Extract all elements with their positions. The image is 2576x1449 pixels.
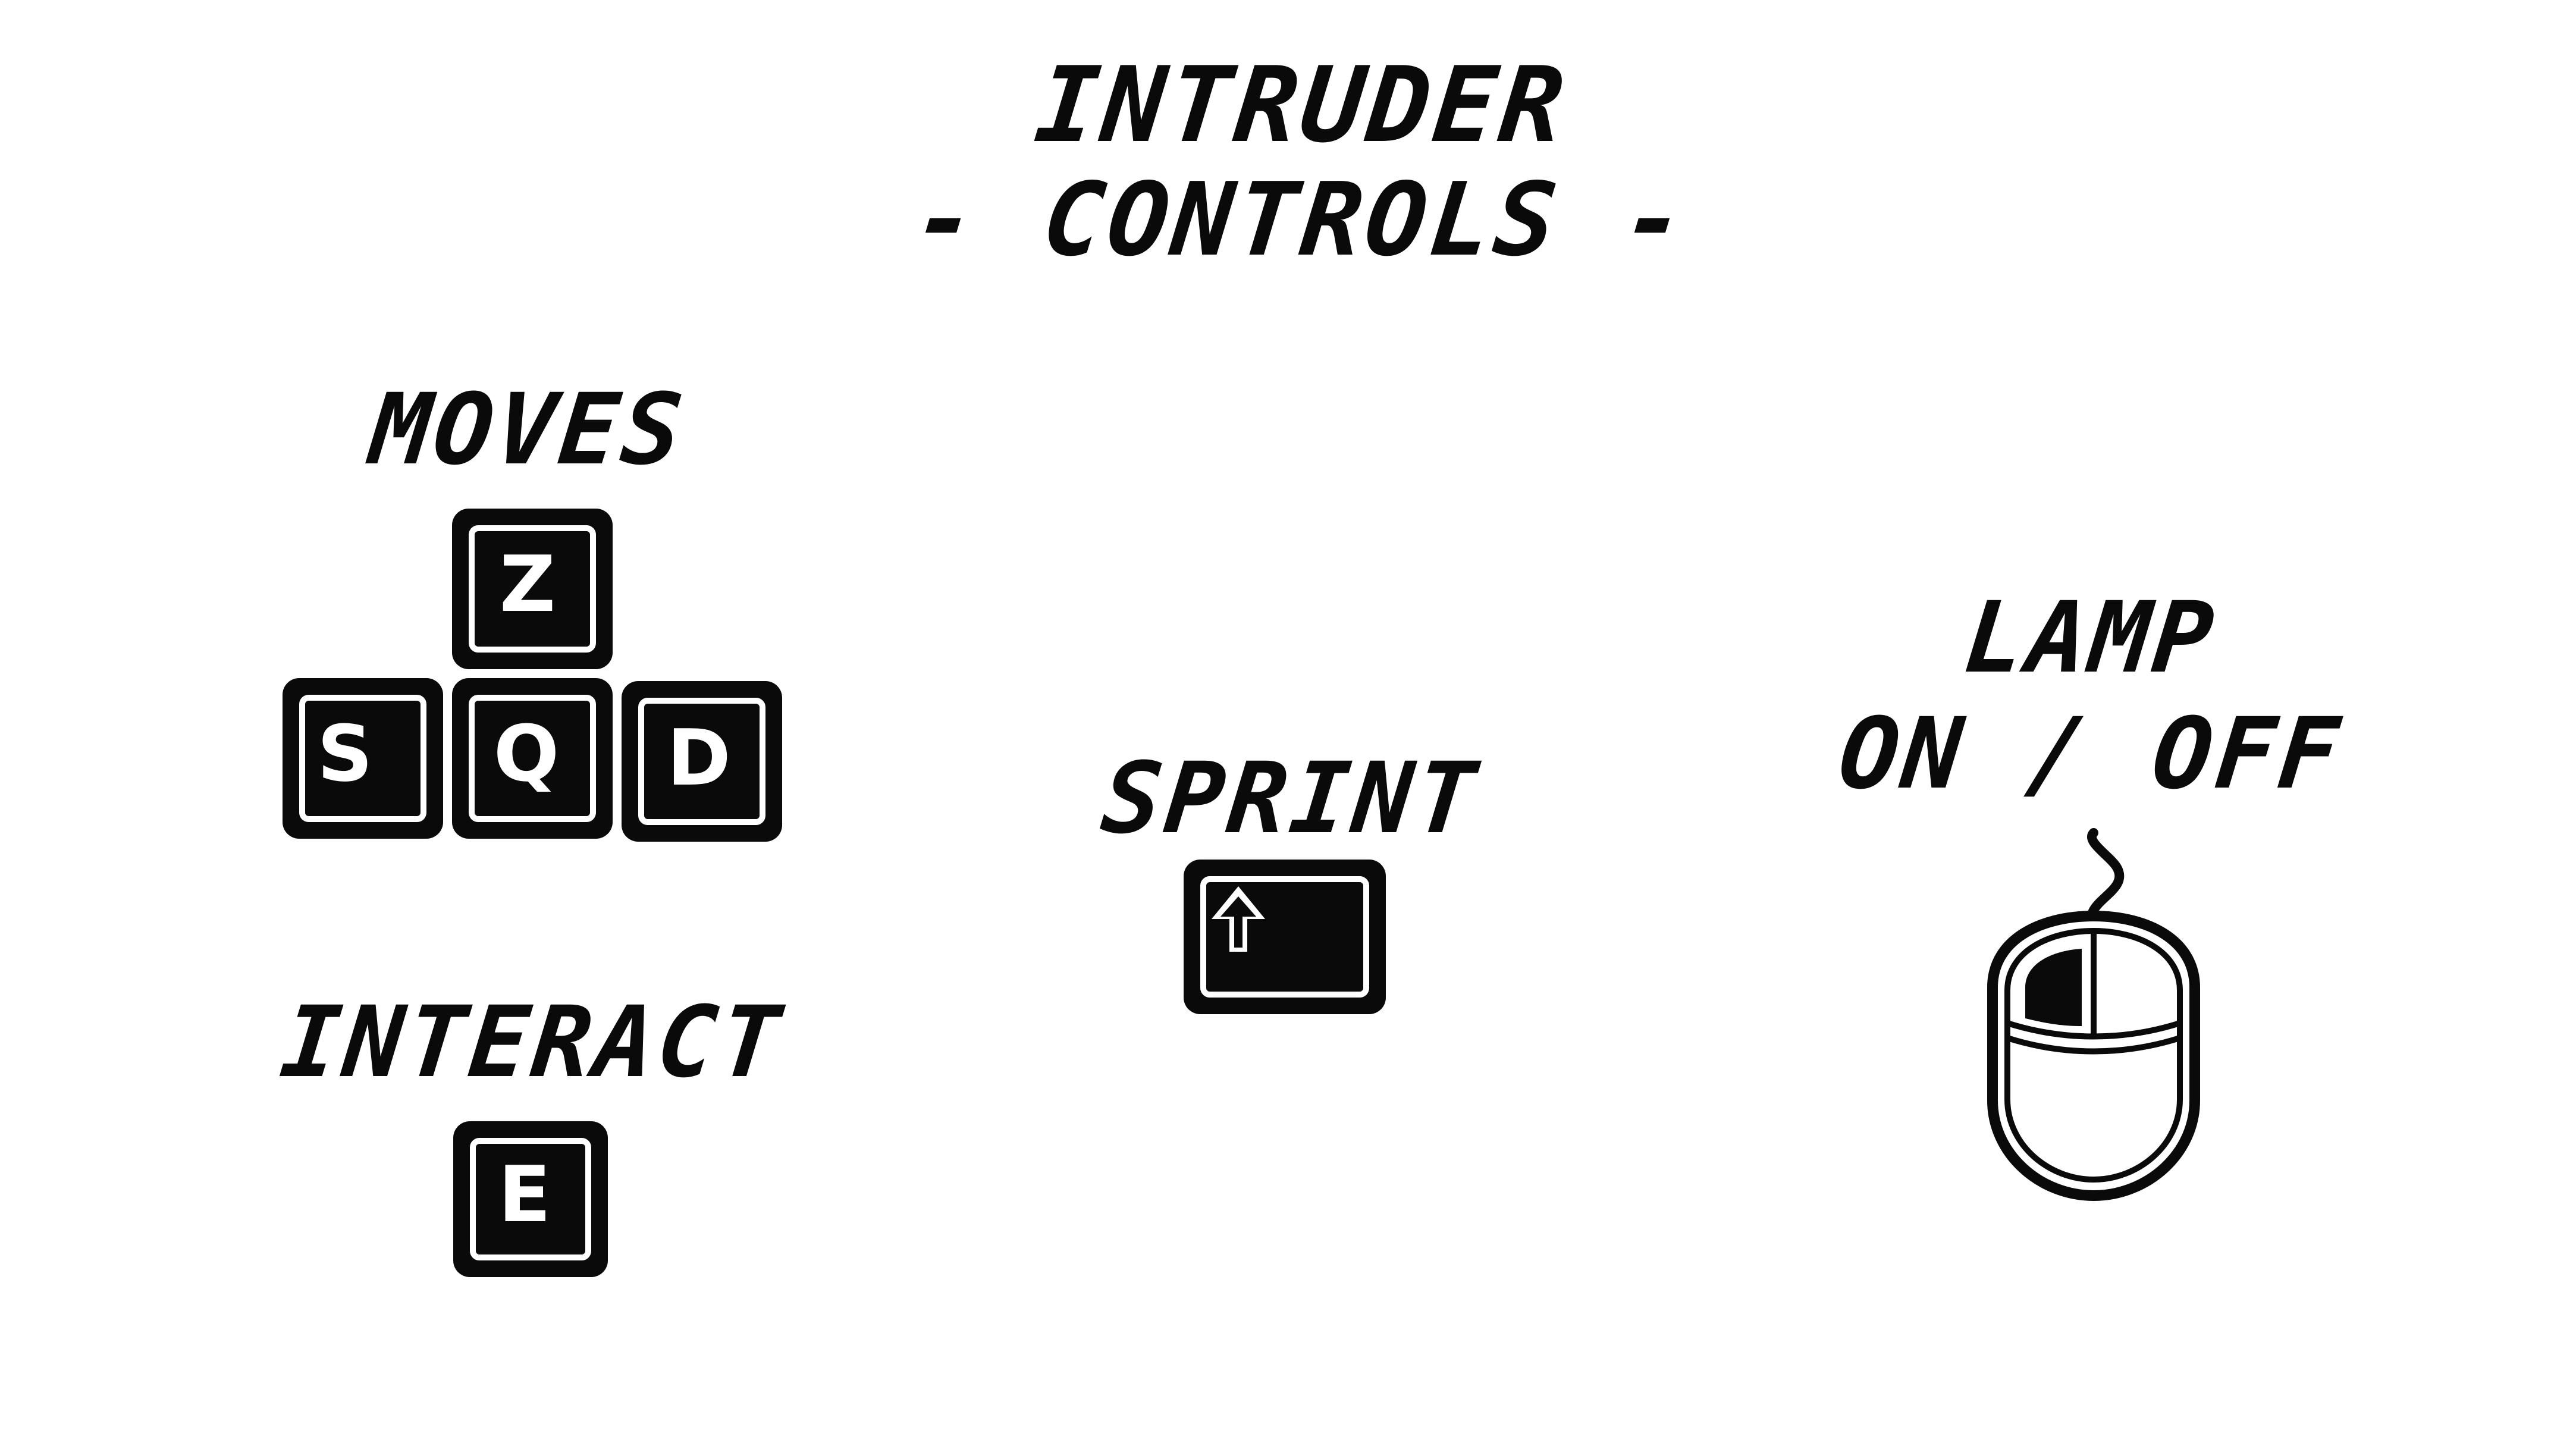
- key-q: Q: [452, 678, 613, 839]
- lamp-label: Lamp: [1959, 581, 2222, 695]
- key-z: Z: [452, 509, 613, 669]
- game-title-line1: Intruder: [1030, 45, 1573, 166]
- key-q-label: Q: [493, 708, 560, 799]
- key-d-label: D: [667, 713, 731, 803]
- key-shift-inner: [1200, 876, 1369, 998]
- key-s: S: [283, 678, 443, 839]
- moves-label: Moves: [365, 372, 691, 487]
- sprint-label: Sprint: [1096, 741, 1485, 855]
- key-e-label: E: [498, 1149, 551, 1240]
- shift-arrow-icon: [1212, 886, 1265, 952]
- controls-subtitle: - Controls -: [909, 161, 1695, 279]
- key-q-inner: [469, 695, 596, 822]
- lamp-onoff-label: On / Off: [1834, 697, 2348, 811]
- key-s-inner: [299, 695, 426, 822]
- key-e: E: [453, 1121, 608, 1277]
- key-d: D: [622, 681, 782, 842]
- key-s-label: S: [317, 708, 373, 799]
- mouse-left-click-icon: [1975, 821, 2213, 1208]
- controls-subtitle-text: - Controls -: [908, 161, 1695, 279]
- key-d-inner: [638, 698, 765, 825]
- interact-label: Interact: [275, 985, 789, 1099]
- key-z-inner: [469, 525, 596, 653]
- key-z-label: Z: [499, 539, 556, 629]
- game-title: Intruder: [1030, 45, 1573, 166]
- key-shift: [1184, 860, 1386, 1014]
- key-e-inner: [470, 1138, 591, 1260]
